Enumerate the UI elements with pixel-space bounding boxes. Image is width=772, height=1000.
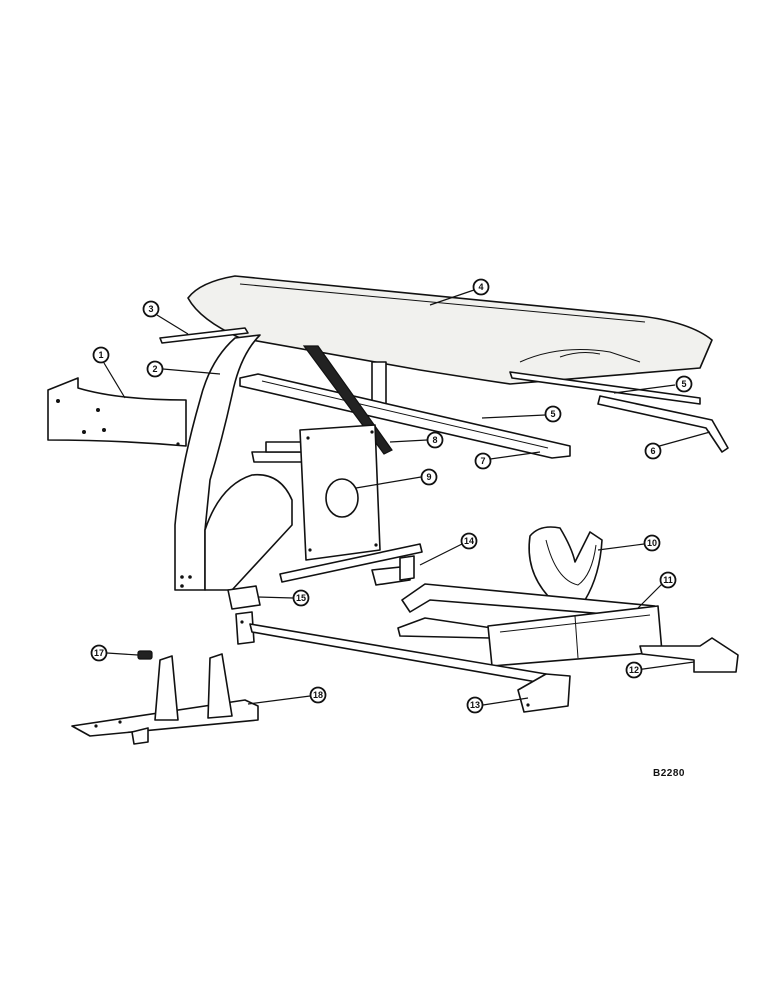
callout-8: 8 <box>426 431 444 449</box>
part-17-bolt <box>137 650 153 660</box>
callout-2: 2 <box>146 360 164 378</box>
callout-14: 14 <box>460 532 478 550</box>
callout-2-label: 2 <box>152 364 157 374</box>
part-10-horseshoe <box>528 526 603 601</box>
part-6-bar <box>597 395 729 453</box>
callout-14-label: 14 <box>464 536 474 546</box>
part-5-7-rails <box>239 371 701 459</box>
callout-6: 6 <box>644 442 662 460</box>
part-4-hood <box>187 275 713 385</box>
callout-4-label: 4 <box>478 282 483 292</box>
callout-5b-label: 5 <box>550 409 555 419</box>
callout-5a-label: 5 <box>681 379 686 389</box>
part-2-side-panel <box>174 334 293 591</box>
callout-18-label: 18 <box>313 690 323 700</box>
part-15-small-bracket <box>227 585 261 610</box>
callout-9-label: 9 <box>426 472 431 482</box>
part-13-cross-rail <box>235 611 571 713</box>
leader-lines <box>103 289 711 706</box>
callout-8-label: 8 <box>432 435 437 445</box>
part-14-small-bracket <box>371 555 415 586</box>
callout-11-label: 11 <box>663 575 673 585</box>
callout-10-label: 10 <box>647 538 657 548</box>
callout-12: 12 <box>625 661 643 679</box>
callout-5b: 5 <box>544 405 562 423</box>
callout-17: 17 <box>90 644 108 662</box>
callout-15-label: 15 <box>296 593 306 603</box>
callout-1: 1 <box>92 346 110 364</box>
callout-13-label: 13 <box>470 700 480 710</box>
callout-3-label: 3 <box>148 304 153 314</box>
callout-13: 13 <box>466 696 484 714</box>
callout-10: 10 <box>643 534 661 552</box>
callout-12-label: 12 <box>629 665 639 675</box>
part-9-plate <box>251 424 423 583</box>
callout-18: 18 <box>309 686 327 704</box>
callout-7-label: 7 <box>480 456 485 466</box>
callout-4: 4 <box>472 278 490 296</box>
part-11-crossmember <box>397 583 663 667</box>
part-3-strip <box>159 327 249 344</box>
callout-9: 9 <box>420 468 438 486</box>
callout-11: 11 <box>659 571 677 589</box>
callout-1-label: 1 <box>98 350 103 360</box>
part-1-bracket <box>47 377 187 447</box>
part-18-base-stand <box>71 653 259 745</box>
callout-6-label: 6 <box>650 446 655 456</box>
reference-code: B2280 <box>653 768 685 779</box>
part-12-end-bracket <box>639 637 739 673</box>
callout-5a: 5 <box>675 375 693 393</box>
callout-3: 3 <box>142 300 160 318</box>
callout-7: 7 <box>474 452 492 470</box>
callout-17-label: 17 <box>94 648 104 658</box>
callout-15: 15 <box>292 589 310 607</box>
